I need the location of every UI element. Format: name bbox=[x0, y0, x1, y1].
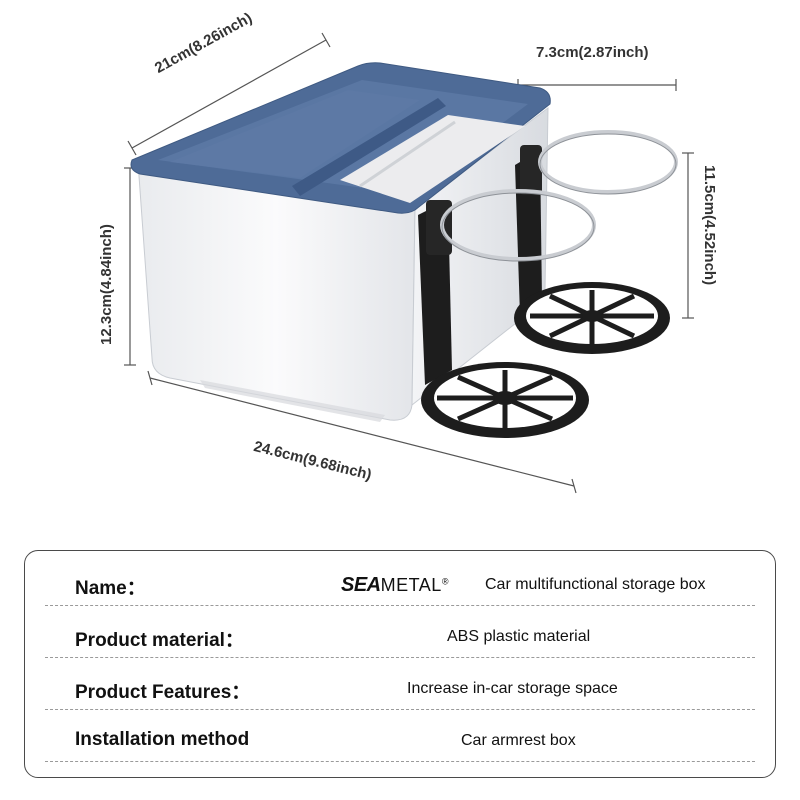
brand-logo-metal: METAL bbox=[380, 575, 442, 595]
dimension-lines bbox=[124, 32, 694, 494]
spec-card: Name： SEAMETAL® Car multifunctional stor… bbox=[24, 550, 776, 778]
spec-row-installation: Installation method Car armrest box bbox=[45, 717, 755, 762]
box-front-face bbox=[137, 161, 416, 421]
spec-value-installation: Car armrest box bbox=[461, 732, 576, 749]
product-illustration bbox=[124, 32, 694, 494]
spec-label-material: Product material： bbox=[75, 630, 244, 651]
dimension-height: 12.3cm(4.84inch) bbox=[98, 224, 115, 345]
cup-holder-front bbox=[418, 189, 596, 438]
dimension-holder-height: 11.5cm(4.52inch) bbox=[701, 165, 718, 286]
spec-row-material: Product material： ABS plastic material bbox=[45, 613, 755, 658]
brand-registered-mark: ® bbox=[441, 576, 449, 587]
storage-box bbox=[130, 62, 551, 422]
spec-row-features: Product Features： Increase in-car storag… bbox=[45, 665, 755, 710]
spec-value-features: Increase in-car storage space bbox=[407, 680, 618, 697]
compartment-open bbox=[340, 115, 525, 203]
spec-label-name: Name： bbox=[75, 578, 146, 599]
spec-label-features: Product Features： bbox=[75, 682, 251, 703]
dimension-cup-diameter: 7.3cm(2.87inch) bbox=[536, 44, 649, 61]
lid-tray bbox=[170, 90, 420, 178]
cup-holder-rear bbox=[514, 130, 678, 354]
spec-label-installation: Installation method bbox=[75, 729, 250, 750]
lid-divider-handle bbox=[292, 98, 446, 196]
spec-value-material: ABS plastic material bbox=[447, 628, 591, 645]
compartment-divider bbox=[359, 120, 456, 188]
spec-row-name: Name： SEAMETAL® Car multifunctional stor… bbox=[45, 561, 755, 606]
brand-logo-sea: SEA bbox=[341, 574, 381, 596]
brand-logo: SEAMETAL® bbox=[341, 574, 448, 597]
spec-value-name: Car multifunctional storage box bbox=[485, 576, 706, 593]
box-bottom-shadow bbox=[200, 380, 385, 422]
